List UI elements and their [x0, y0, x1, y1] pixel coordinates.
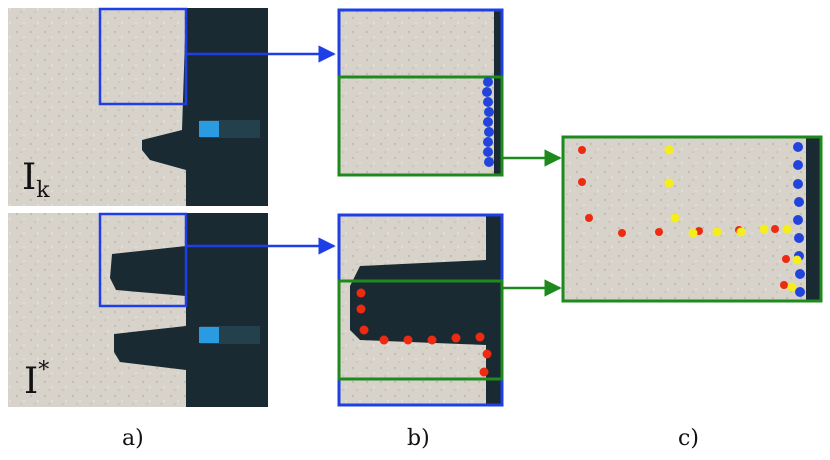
- image-current: [8, 7, 268, 206]
- target-point: [655, 228, 663, 236]
- target-point: [379, 335, 389, 345]
- target-point: [482, 349, 492, 359]
- target-point: [585, 214, 593, 222]
- current-point: [794, 197, 804, 207]
- panel-label-b: b): [407, 426, 430, 451]
- matched-point: [782, 224, 792, 234]
- tool-edge: [494, 10, 502, 175]
- current-point: [793, 142, 803, 152]
- target-point: [780, 281, 788, 289]
- panel-label-a: a): [122, 426, 144, 451]
- current-point: [793, 160, 803, 170]
- matched-point: [787, 282, 797, 292]
- target-point: [618, 229, 626, 237]
- blue-marker: [199, 121, 219, 137]
- current-point: [483, 147, 493, 157]
- target-point: [782, 255, 790, 263]
- target-point: [427, 335, 437, 345]
- current-point: [484, 127, 494, 137]
- matched-point: [712, 227, 722, 237]
- current-point: [794, 233, 804, 243]
- label-target-image: I*: [24, 358, 50, 402]
- matched-point: [688, 228, 698, 238]
- target-point: [475, 332, 485, 342]
- target-point: [771, 225, 779, 233]
- current-point: [793, 215, 803, 225]
- target-point: [578, 178, 586, 186]
- current-points: [482, 77, 494, 167]
- current-point: [482, 87, 492, 97]
- matched-point: [792, 255, 802, 265]
- matched-point: [670, 213, 680, 223]
- current-point: [795, 287, 805, 297]
- target-points: [356, 288, 492, 377]
- sand-background: [339, 10, 502, 175]
- current-point: [483, 137, 493, 147]
- current-point: [483, 117, 493, 127]
- matched-point: [759, 224, 769, 234]
- target-point: [403, 335, 413, 345]
- comparison-panel: [561, 135, 823, 303]
- tool-shape: [350, 215, 502, 405]
- tool-shape: [110, 213, 268, 407]
- target-point: [359, 325, 369, 335]
- sand-background: [563, 137, 821, 301]
- target-point: [578, 146, 586, 154]
- current-point: [484, 157, 494, 167]
- current-point: [795, 269, 805, 279]
- comparison-frame: [561, 135, 823, 303]
- current-point: [793, 179, 803, 189]
- point-overlay: [578, 142, 805, 297]
- tool-edge: [806, 137, 821, 301]
- matched-point: [664, 178, 674, 188]
- crop-current: [337, 8, 504, 177]
- current-point: [483, 97, 493, 107]
- target-point: [479, 367, 489, 377]
- blue-marker: [199, 327, 219, 343]
- panel-label-c: c): [678, 426, 699, 451]
- matched-point: [736, 227, 746, 237]
- crop-box-target: [98, 212, 188, 308]
- crop-box-current: [98, 7, 188, 106]
- roi-box-current: [337, 75, 504, 177]
- target-point: [356, 304, 366, 314]
- target-point: [451, 333, 461, 343]
- current-point: [483, 77, 493, 87]
- target-point: [356, 288, 366, 298]
- roi-box-target: [337, 279, 504, 381]
- matched-point: [664, 145, 674, 155]
- current-point: [484, 107, 494, 117]
- crop-target: [337, 213, 504, 407]
- tool-shape: [142, 8, 268, 206]
- label-current-image: Ik: [22, 157, 50, 203]
